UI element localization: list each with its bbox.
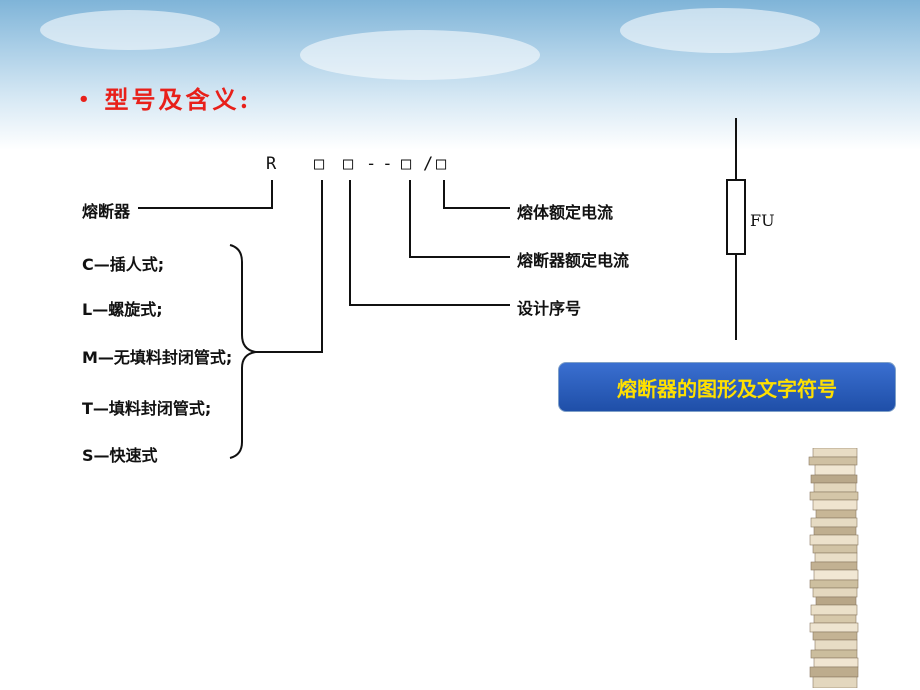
code-prefix: R <box>266 154 277 174</box>
callout-text: 熔断器的图形及文字符号 <box>617 376 837 401</box>
book-stack-image <box>808 448 859 688</box>
slide-title: • 型号及含义: <box>78 80 251 115</box>
type-item: M—无填料封闭管式; <box>82 348 233 367</box>
type-item: T—填料封闭管式; <box>82 399 212 418</box>
label-melt-rated-current: 熔体额定电流 <box>517 203 614 222</box>
code-box-1: □ <box>314 154 325 174</box>
bullet-icon: • <box>78 89 93 110</box>
label-fuse: 熔断器 <box>82 202 131 221</box>
type-item: C—插人式; <box>82 255 165 274</box>
type-item: L—螺旋式; <box>82 300 163 319</box>
type-item: S—快速式 <box>82 446 158 465</box>
code-box-3: □ <box>401 154 412 174</box>
code-box-2: □ <box>343 154 354 174</box>
label-design-serial: 设计序号 <box>517 299 582 318</box>
code-dashes: -- <box>366 154 399 174</box>
code-slash: / <box>423 154 434 174</box>
label-fuse-rated-current: 熔断器额定电流 <box>517 251 630 270</box>
callout-box: 熔断器的图形及文字符号 <box>558 362 896 412</box>
symbol-label: FU <box>750 211 775 230</box>
sky-background <box>0 0 920 150</box>
code-box-4: □ <box>436 154 447 174</box>
slide-title-text: 型号及含义: <box>104 85 252 114</box>
